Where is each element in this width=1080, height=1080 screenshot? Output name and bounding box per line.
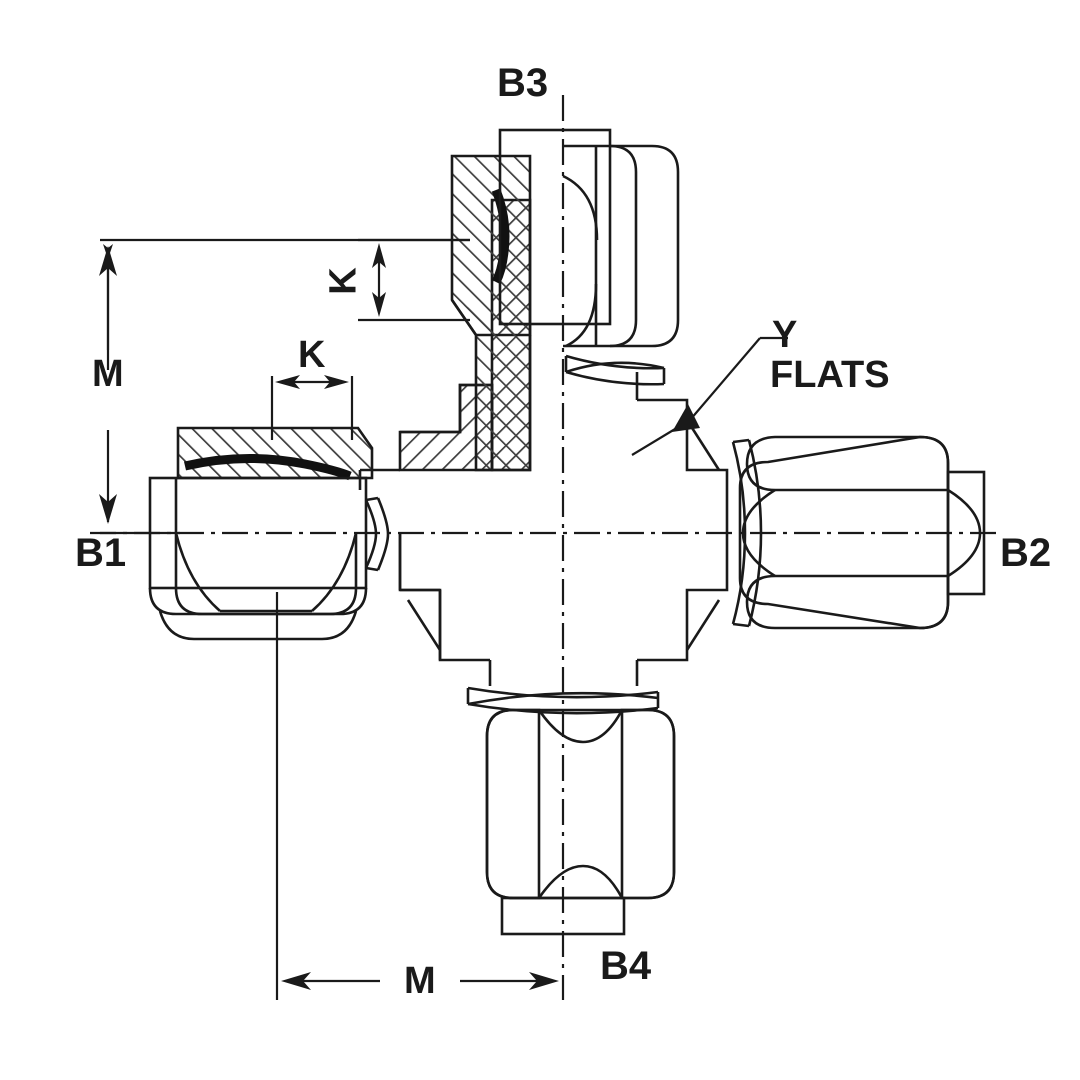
dimension-label-k-vertical: K: [322, 267, 365, 295]
b1-nut-back-hex: [158, 610, 358, 641]
b4-tube-stub: [500, 896, 626, 936]
dimension-label-m-horizontal: M: [404, 960, 436, 1002]
y-flats-arrowhead: [672, 404, 700, 432]
b3-nut-hex-right: [563, 144, 680, 348]
m-h-arrowhead-left: [281, 972, 311, 990]
b3-nut-hatched-lower: [450, 299, 532, 472]
port-label-b4: B4: [600, 944, 652, 988]
cross-arm-lower-right-outline: [637, 533, 729, 662]
b4-nut-flat-left: [485, 708, 541, 900]
port-b3-assembly: [450, 128, 680, 472]
b4-nut-curve-bottom: [537, 864, 624, 899]
k-v-arrowhead-top: [372, 243, 386, 268]
b4-nut-flat-right: [620, 708, 676, 900]
leader-y-flats: [631, 336, 788, 456]
b1-thread-nib-outer: [364, 499, 378, 569]
m-v-arrowhead-bottom: [99, 494, 117, 524]
m-h-arrowhead-right: [529, 972, 559, 990]
b2-thread-nib-outer: [731, 441, 747, 625]
k-h-arrowhead-right: [324, 375, 349, 389]
b1-thread-nib-inner: [376, 497, 390, 571]
b2-nut-flat-bottom: [745, 574, 950, 630]
k-v-arrowhead-bottom: [372, 292, 386, 317]
dimension-k-horizontal: [270, 375, 354, 440]
b3-nut-curve-bottom2: [565, 283, 598, 348]
b3-nut-outer-rect: [498, 128, 612, 326]
cross-body: [358, 198, 729, 686]
b3-nib-a: [565, 354, 665, 370]
port-b4-assembly: [466, 686, 676, 936]
b1-nut-silhouette: [148, 587, 368, 616]
port-label-b2: B2: [1000, 531, 1052, 575]
b4-nut-curve-top: [537, 709, 624, 744]
b2-nut-flat-top: [745, 435, 950, 492]
b1-nut-curve-left: [174, 532, 221, 612]
b2-tube-stub: [946, 470, 986, 596]
cross-arm-lower-left-outline: [398, 533, 490, 662]
b4-nib-c: [467, 691, 659, 706]
m-v-arrowhead-top: [99, 246, 117, 276]
k-h-arrowhead-left: [275, 375, 300, 389]
b3-nib-b: [565, 370, 665, 386]
b4-nut-hex-silhouette: [485, 708, 676, 900]
note-label-flats: FLATS: [770, 354, 890, 396]
b3-nib-c: [565, 361, 665, 374]
b3-nut-back-hex: [609, 144, 638, 348]
y-flats-leader-line: [689, 337, 761, 421]
chamfer-lower-right: [685, 599, 721, 651]
cross-arm-upper-right-outline: [637, 398, 729, 533]
b2-thread-nib-inner: [747, 439, 763, 627]
port-b1-assembly: [148, 426, 390, 641]
dimension-m-horizontal: [275, 592, 559, 1000]
port-label-b3: B3: [497, 61, 549, 105]
b1-nib-bottom: [365, 566, 379, 572]
port-b2-assembly: [731, 435, 986, 630]
b4-nib-b: [467, 702, 659, 715]
b1-nut-hex-lower: [174, 533, 358, 616]
note-label-y: Y: [772, 314, 798, 356]
b2-nut-curve-left: [741, 488, 776, 578]
b3-nut-curve-top: [562, 174, 599, 241]
b2-nut-curve-right: [947, 488, 982, 578]
chamfer-lower-left: [406, 599, 442, 651]
dimension-k-vertical: [358, 238, 470, 322]
dimension-label-m-vertical: M: [92, 353, 124, 395]
dimension-m-vertical: [99, 238, 470, 535]
b1-nut-curve-right: [311, 532, 358, 612]
port-label-b1: B1: [75, 531, 127, 575]
dimension-label-k-horizontal: K: [298, 334, 326, 376]
centerlines: [90, 95, 1000, 1000]
b1-seal-bead: [183, 454, 352, 481]
b1-nib-top: [365, 496, 379, 502]
